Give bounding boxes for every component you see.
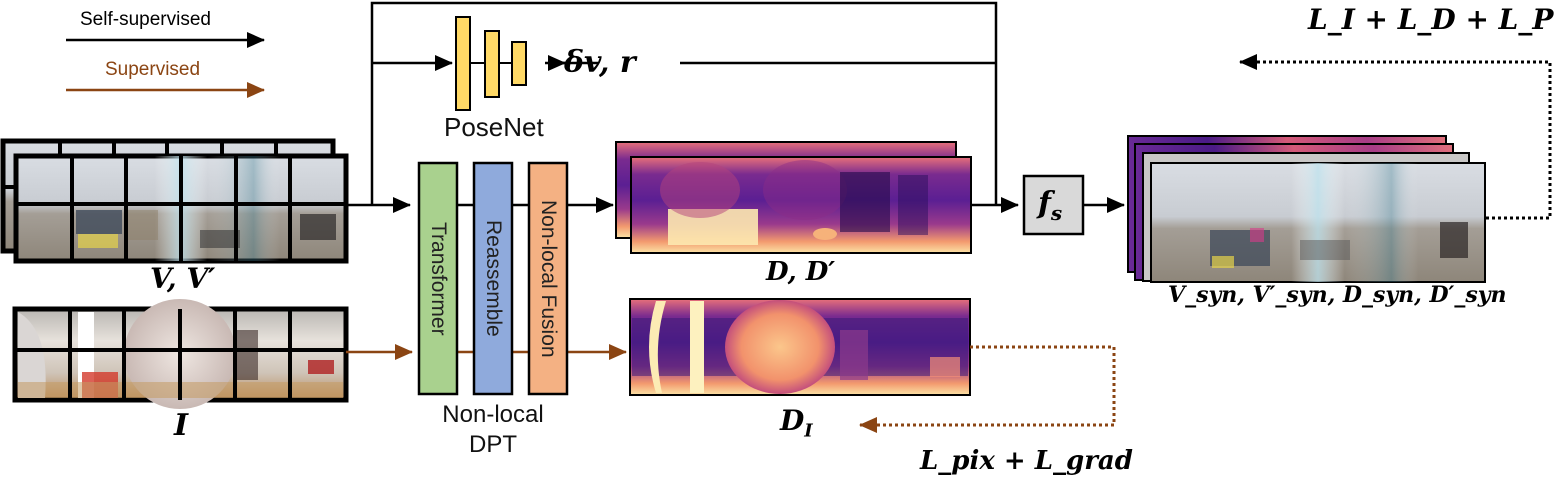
dpt-blocks <box>417 161 569 396</box>
self-supervised-loss-path <box>1239 54 1552 220</box>
synthesized-outputs-stack <box>1127 135 1486 283</box>
depth-supervised-label-base: D <box>780 404 805 437</box>
dpt-block-reassemble: Reassemble <box>482 220 505 337</box>
video-input-label: V, V′ <box>150 262 216 295</box>
legend-self-supervised-label: Self-supervised <box>80 9 211 30</box>
synthesis-function-box <box>1022 174 1085 236</box>
dpt-block-transformer: Transformer <box>427 221 450 336</box>
depth-supervised-label: DI <box>780 404 813 442</box>
self-supervised-connectors <box>346 1 1125 213</box>
image-input-label: I <box>174 408 189 443</box>
depth-maps-self-supervised <box>615 141 972 254</box>
dpt-title-line1: Non-local <box>442 401 544 428</box>
legend-supervised-label: Supervised <box>105 59 201 80</box>
depth-map-supervised <box>629 298 971 396</box>
self-supervised-loss-label: L_I + L_D + L_P <box>1308 3 1554 36</box>
video-frames-input <box>0 138 349 264</box>
pose-output-label: δv, r <box>564 45 636 80</box>
supervised-loss-path <box>859 345 1116 433</box>
synthesis-function-label: fs <box>1038 186 1062 225</box>
posenet-label: PoseNet <box>444 112 544 142</box>
depth-self-supervised-label: D, D′ <box>766 257 836 287</box>
synthesized-outputs-label: V_syn, V′_syn, D_syn, D′_syn <box>1168 282 1507 308</box>
supervised-loss-label: L_pix + L_grad <box>920 446 1133 476</box>
depth-supervised-label-sub: I <box>804 420 813 442</box>
synthesis-function-sub: s <box>1050 201 1063 225</box>
synthesis-function-base: f <box>1038 186 1051 221</box>
dpt-block-nonlocal-fusion: Non-local Fusion <box>537 199 560 358</box>
posenet-block <box>455 16 527 111</box>
dpt-title: Non-local DPT <box>423 400 563 460</box>
synthetic-image-input <box>12 299 349 409</box>
dpt-title-line2: DPT <box>469 431 517 458</box>
